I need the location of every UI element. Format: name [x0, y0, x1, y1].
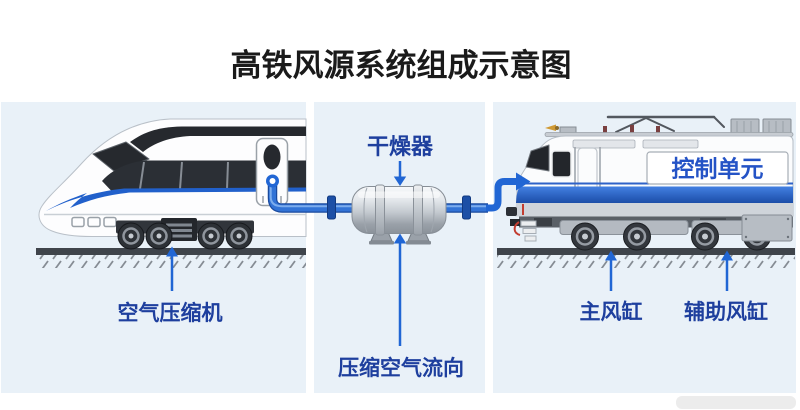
front-coupler [510, 219, 520, 226]
train-window-band [102, 160, 306, 191]
main-reservoir-label: 主风缸 [580, 300, 643, 324]
loco-windshield [525, 144, 550, 172]
air-compressor-label: 空气压缩机 [118, 301, 223, 325]
body-vent-grilles [572, 139, 699, 149]
roof-insulators [603, 125, 660, 135]
pipe-from-train [267, 182, 357, 213]
underframe-equipment-box [741, 214, 793, 242]
train-door [255, 137, 289, 207]
flow-arrow-into-locomotive [486, 172, 531, 212]
pipe-flange-right [462, 195, 471, 220]
aux-reservoir-label: 辅助风缸 [684, 300, 768, 324]
watermark-remnant [676, 396, 796, 409]
pipe-flange-left [327, 195, 336, 220]
train-wheels [117, 222, 253, 250]
loco-blue-stripe [516, 186, 793, 203]
roof-resistor-boxes [730, 118, 792, 135]
control-unit-panel: 控制单元 [646, 151, 789, 185]
door-window [263, 144, 281, 170]
dryer-label: 干燥器 [367, 134, 434, 159]
front-buffer [506, 207, 517, 216]
bullet-train-illustration [38, 118, 307, 250]
skirt-vents [71, 216, 117, 228]
ground-right [497, 248, 795, 268]
air-dryer-tank [351, 184, 447, 245]
control-unit-label: 控制单元 [672, 156, 764, 182]
loco-side-window [551, 150, 572, 178]
annotation-aux-reservoir: 辅助风缸 [684, 250, 768, 324]
flow-direction-label: 压缩空气流向 [338, 356, 464, 380]
page-title: 高铁风源系统组成示意图 [231, 48, 572, 83]
locomotive-illustration: 控制单元 [506, 115, 794, 251]
train-roof-band [130, 126, 306, 152]
loco-lower-body [516, 203, 793, 217]
train-blue-swoosh [46, 187, 306, 211]
annotation-air-compressor: 空气压缩机 [118, 246, 223, 325]
annotation-main-reservoir: 主风缸 [580, 250, 643, 324]
annotation-dryer: 干燥器 [367, 134, 434, 186]
annotation-flow-direction: 压缩空气流向 [338, 233, 464, 380]
horn-icon [545, 124, 559, 131]
front-steps [520, 220, 537, 242]
